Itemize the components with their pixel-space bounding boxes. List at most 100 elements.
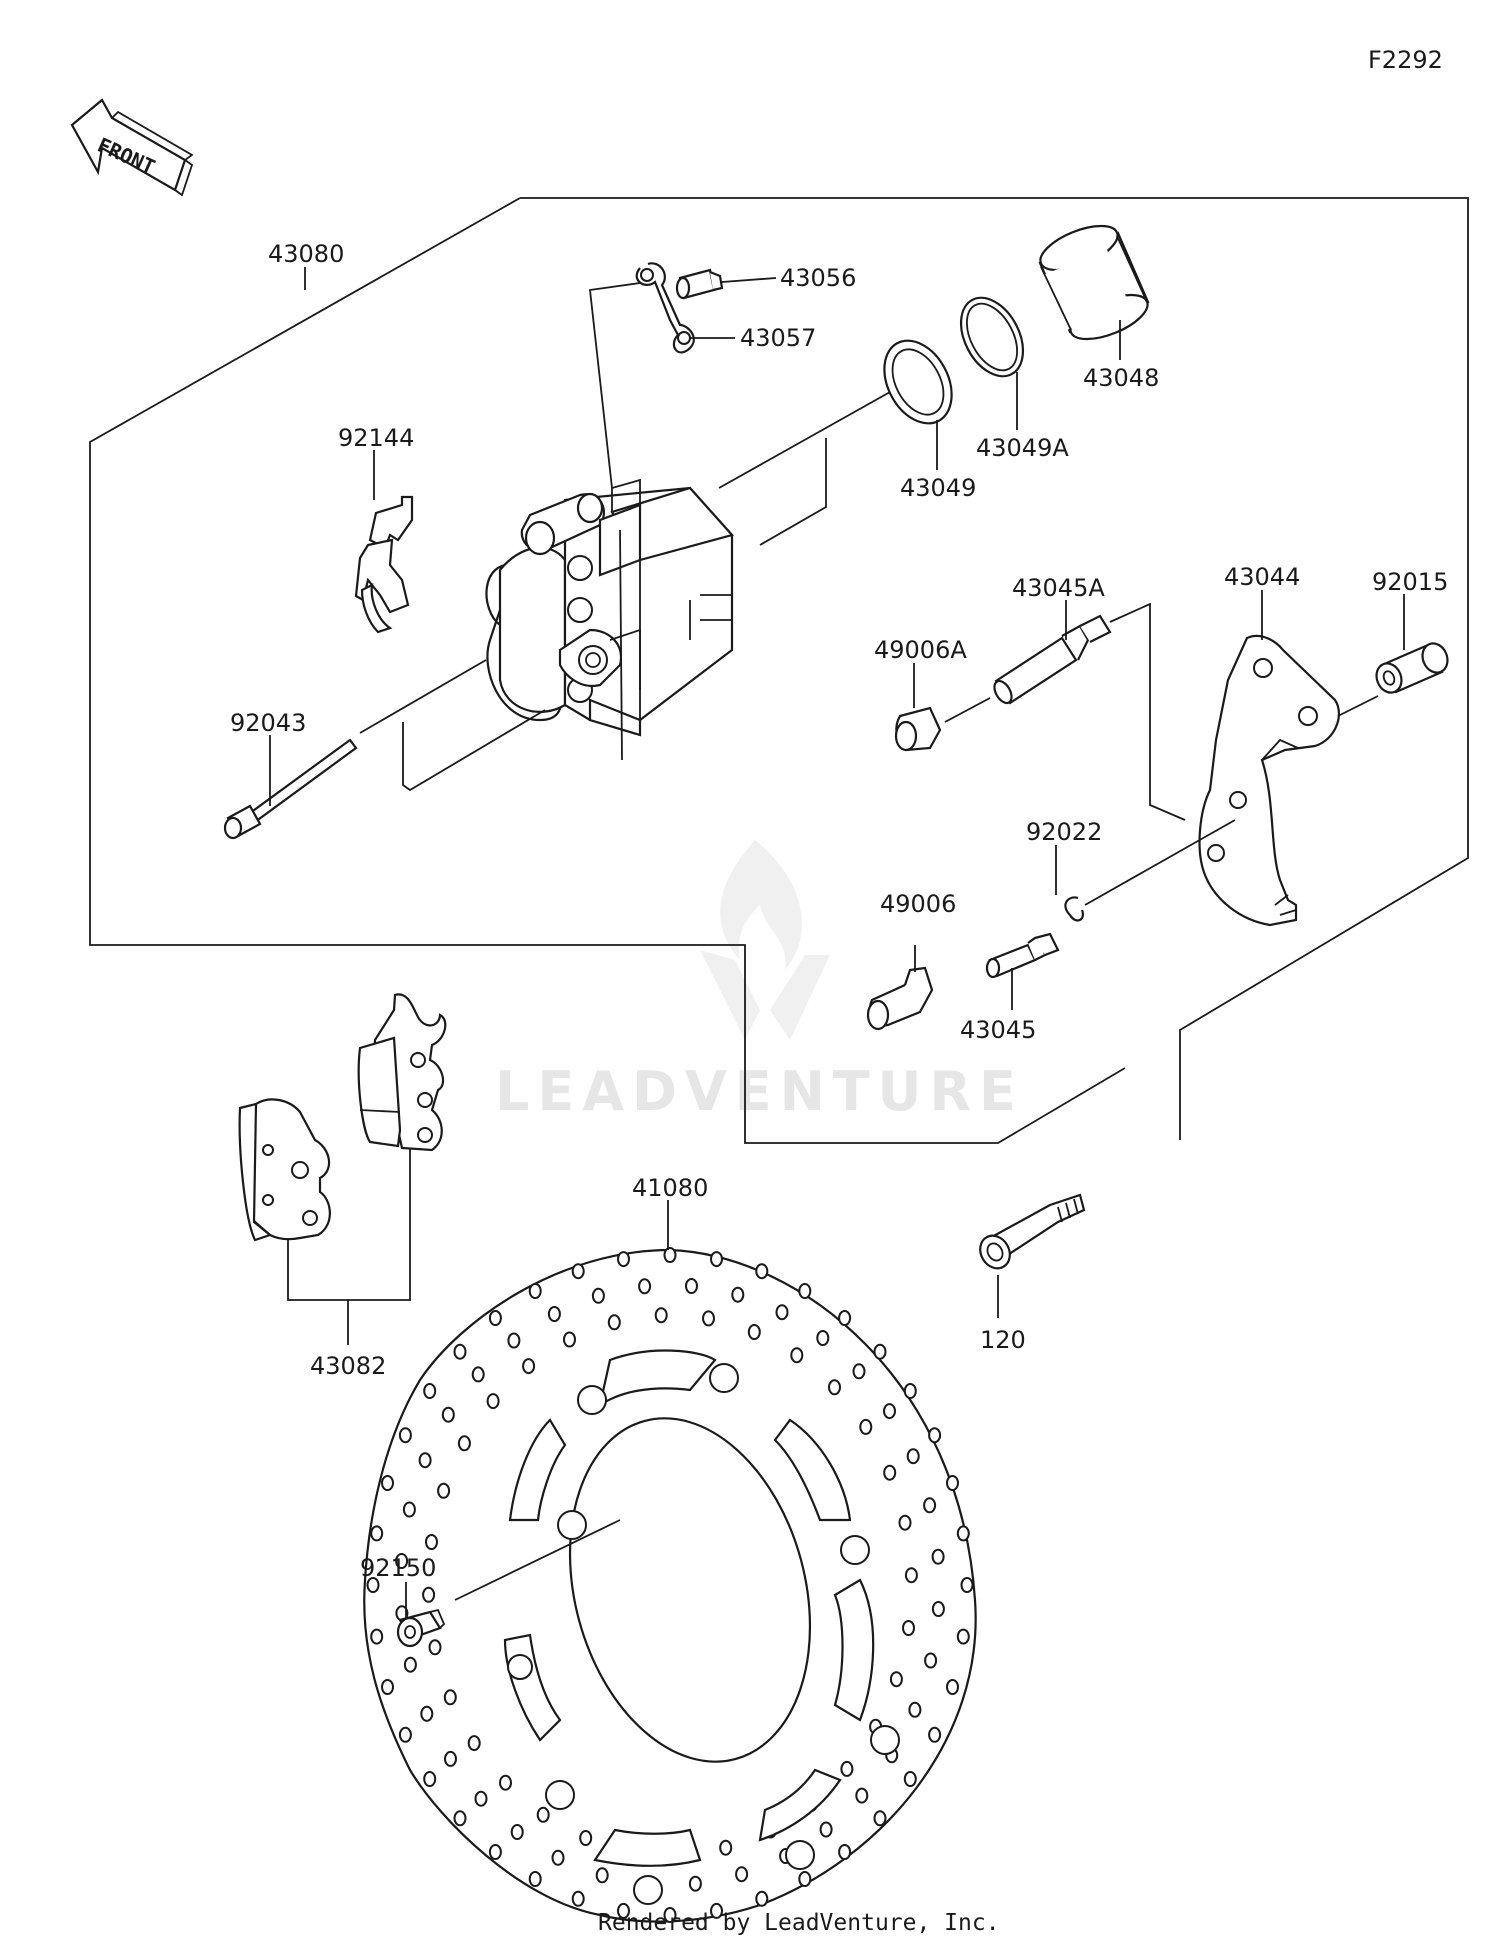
disc-hole — [688, 1875, 702, 1892]
disc-hole — [425, 1534, 438, 1550]
disc-hole — [923, 1497, 937, 1514]
pin-43045 — [985, 932, 1060, 1010]
disc-hole — [906, 1448, 920, 1465]
clip-92022 — [1055, 819, 1236, 922]
part-label-92043[interactable]: 92043 — [230, 709, 306, 737]
part-label-43045A[interactable]: 43045A — [1012, 574, 1105, 602]
part-label-43082[interactable]: 43082 — [310, 1352, 386, 1380]
diagram-code: F2292 — [1368, 46, 1443, 74]
disc-hole — [946, 1679, 959, 1695]
part-label-43057[interactable]: 43057 — [740, 324, 816, 352]
part-label-120[interactable]: 120 — [980, 1326, 1026, 1354]
brake-pads-43082 — [238, 993, 447, 1345]
part-label-92015[interactable]: 92015 — [1372, 568, 1448, 596]
part-label-43045[interactable]: 43045 — [960, 1016, 1036, 1044]
seal-43049A — [959, 296, 1025, 430]
disc-hole — [398, 1726, 412, 1743]
disc-hole — [852, 1363, 866, 1380]
disc-hole — [883, 1403, 896, 1420]
disc-hole — [428, 1639, 442, 1656]
bolt-92150 — [396, 1582, 446, 1648]
seal-43049 — [883, 339, 953, 470]
disc-hole — [889, 1671, 903, 1688]
disc-hole — [486, 1393, 500, 1410]
disc-hole — [488, 1310, 502, 1326]
part-label-92150[interactable]: 92150 — [360, 1554, 436, 1582]
disc-hole — [816, 1330, 830, 1346]
disc-hole — [402, 1501, 416, 1518]
disc-hole — [395, 1553, 409, 1569]
part-label-92022[interactable]: 92022 — [1026, 818, 1102, 846]
disc-hole — [859, 1418, 873, 1435]
disc-hole — [423, 1383, 437, 1399]
footer-credit: Rendered by LeadVenture, Inc. — [598, 1910, 1000, 1936]
disc-hole — [731, 1286, 745, 1303]
part-label-49006[interactable]: 49006 — [880, 890, 956, 918]
part-label-43080[interactable]: 43080 — [268, 240, 344, 268]
watermark-text: LEADVENTURE — [495, 1060, 1024, 1123]
disc-hole — [617, 1902, 630, 1919]
disc-hole — [798, 1871, 812, 1887]
boot-49006 — [866, 945, 934, 1031]
disc-hole — [924, 1652, 938, 1669]
disc-hole — [710, 1902, 723, 1919]
disc-hole — [902, 1620, 915, 1636]
part-label-41080[interactable]: 41080 — [632, 1174, 708, 1202]
disc-hole — [685, 1278, 698, 1294]
disc-hole — [420, 1705, 434, 1722]
part-label-49006A[interactable]: 49006A — [874, 636, 967, 664]
disc-hole — [595, 1867, 609, 1884]
disc-hole — [819, 1821, 833, 1838]
disc-hole — [928, 1427, 942, 1444]
disc-hole — [855, 1787, 869, 1804]
disc-hole — [775, 1304, 789, 1321]
disc-hole — [488, 1844, 502, 1860]
disc-hole — [366, 1577, 380, 1593]
part-label-43048[interactable]: 43048 — [1083, 364, 1159, 392]
disc-hole — [873, 1343, 887, 1360]
disc-hole — [903, 1383, 917, 1399]
disc-hole — [403, 1656, 417, 1673]
bracket-43044 — [1198, 590, 1340, 927]
bleeder-valve-43056 — [675, 268, 777, 300]
disc-hole — [904, 1567, 918, 1584]
disc-hole — [931, 1601, 945, 1617]
disc-hole — [755, 1263, 769, 1280]
disc-hole — [710, 1251, 723, 1268]
disc-hole — [663, 1247, 677, 1263]
cap-43057 — [589, 262, 735, 489]
caliper-leaders — [718, 391, 891, 546]
disc-hole — [828, 1379, 841, 1396]
disc-hole — [798, 1283, 812, 1299]
caliper-body — [485, 478, 735, 761]
disc-hole — [522, 1358, 536, 1375]
part-label-43049[interactable]: 43049 — [900, 474, 976, 502]
disc-hole — [528, 1283, 542, 1299]
part-label-43049A[interactable]: 43049A — [976, 434, 1069, 462]
disc-hole — [702, 1310, 715, 1327]
disc-hole — [591, 1287, 605, 1304]
part-label-43044[interactable]: 43044 — [1224, 563, 1300, 591]
part-label-43056[interactable]: 43056 — [780, 264, 856, 292]
disc-hole — [536, 1806, 550, 1823]
disc-hole — [571, 1890, 585, 1907]
disc-hole — [638, 1278, 652, 1295]
caliper-assembly-outline — [89, 197, 1469, 1144]
disc-hole — [654, 1307, 668, 1324]
disc-hole — [663, 1907, 677, 1923]
disc-hole — [471, 1366, 485, 1383]
disc-hole — [840, 1760, 854, 1777]
disc-hole — [499, 1774, 512, 1791]
disc-hole — [579, 1830, 593, 1846]
disc-hole — [437, 1482, 451, 1499]
disc-hole — [467, 1735, 481, 1752]
disc-hole — [607, 1314, 621, 1331]
part-label-92144[interactable]: 92144 — [338, 424, 414, 452]
disc-hole — [931, 1548, 945, 1565]
disc-hole — [510, 1824, 524, 1840]
disc-perforations — [366, 1247, 974, 1923]
disc-hole — [956, 1628, 970, 1645]
disc-hole — [370, 1628, 384, 1645]
brake-disc-41080 — [363, 1200, 977, 1923]
disc-hole — [507, 1332, 521, 1349]
